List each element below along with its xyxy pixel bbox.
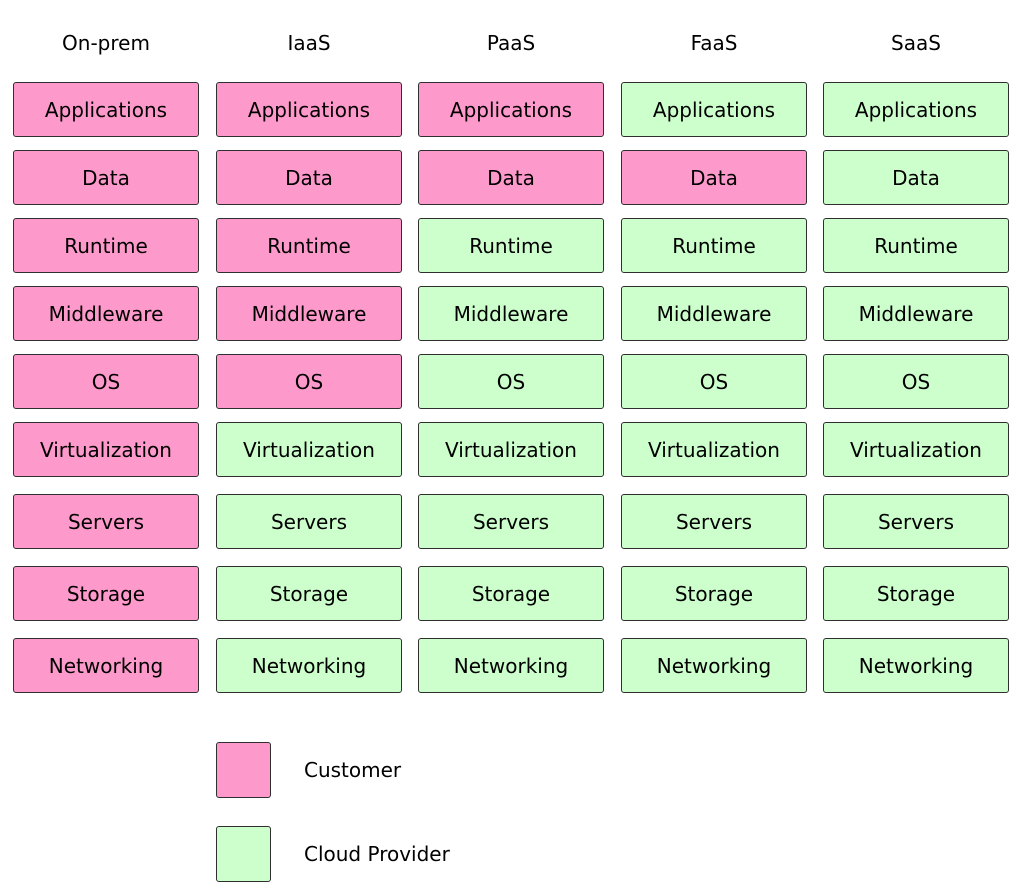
cell-paas-data: Data: [418, 150, 604, 205]
cell-iaas-storage: Storage: [216, 566, 402, 621]
cell-paas-virtualization: Virtualization: [418, 422, 604, 477]
cell-faas-data: Data: [621, 150, 807, 205]
cell-saas-storage: Storage: [823, 566, 1009, 621]
cell-on-prem-storage: Storage: [13, 566, 199, 621]
column-header-paas: PaaS: [486, 31, 536, 55]
cell-on-prem-applications: Applications: [13, 82, 199, 137]
cell-faas-os: OS: [621, 354, 807, 409]
cell-saas-data: Data: [823, 150, 1009, 205]
cell-iaas-virtualization: Virtualization: [216, 422, 402, 477]
cell-paas-middleware: Middleware: [418, 286, 604, 341]
cell-iaas-networking: Networking: [216, 638, 402, 693]
cell-saas-runtime: Runtime: [823, 218, 1009, 273]
legend-swatch-customer: [216, 742, 271, 798]
cell-faas-virtualization: Virtualization: [621, 422, 807, 477]
cell-saas-networking: Networking: [823, 638, 1009, 693]
cell-saas-servers: Servers: [823, 494, 1009, 549]
cell-saas-os: OS: [823, 354, 1009, 409]
legend-swatch-cloud-provider: [216, 826, 271, 882]
cell-faas-servers: Servers: [621, 494, 807, 549]
cell-saas-middleware: Middleware: [823, 286, 1009, 341]
cell-iaas-middleware: Middleware: [216, 286, 402, 341]
cell-paas-os: OS: [418, 354, 604, 409]
cell-iaas-servers: Servers: [216, 494, 402, 549]
cell-faas-runtime: Runtime: [621, 218, 807, 273]
column-header-on-prem: On-prem: [62, 31, 150, 55]
cell-faas-middleware: Middleware: [621, 286, 807, 341]
column-header-iaas: IaaS: [287, 31, 331, 55]
cell-iaas-applications: Applications: [216, 82, 402, 137]
cell-faas-networking: Networking: [621, 638, 807, 693]
cell-saas-applications: Applications: [823, 82, 1009, 137]
cell-iaas-data: Data: [216, 150, 402, 205]
cell-on-prem-virtualization: Virtualization: [13, 422, 199, 477]
cell-paas-networking: Networking: [418, 638, 604, 693]
cell-paas-applications: Applications: [418, 82, 604, 137]
cell-on-prem-servers: Servers: [13, 494, 199, 549]
cell-faas-storage: Storage: [621, 566, 807, 621]
cell-paas-runtime: Runtime: [418, 218, 604, 273]
cell-on-prem-os: OS: [13, 354, 199, 409]
legend-label-customer: Customer: [304, 758, 402, 782]
column-header-faas: FaaS: [690, 31, 738, 55]
cell-paas-servers: Servers: [418, 494, 604, 549]
cell-iaas-os: OS: [216, 354, 402, 409]
cell-on-prem-runtime: Runtime: [13, 218, 199, 273]
cell-on-prem-networking: Networking: [13, 638, 199, 693]
legend-label-cloud-provider: Cloud Provider: [304, 842, 450, 866]
column-header-saas: SaaS: [891, 31, 941, 55]
cell-paas-storage: Storage: [418, 566, 604, 621]
cell-saas-virtualization: Virtualization: [823, 422, 1009, 477]
cell-on-prem-middleware: Middleware: [13, 286, 199, 341]
cell-iaas-runtime: Runtime: [216, 218, 402, 273]
cell-on-prem-data: Data: [13, 150, 199, 205]
cell-faas-applications: Applications: [621, 82, 807, 137]
